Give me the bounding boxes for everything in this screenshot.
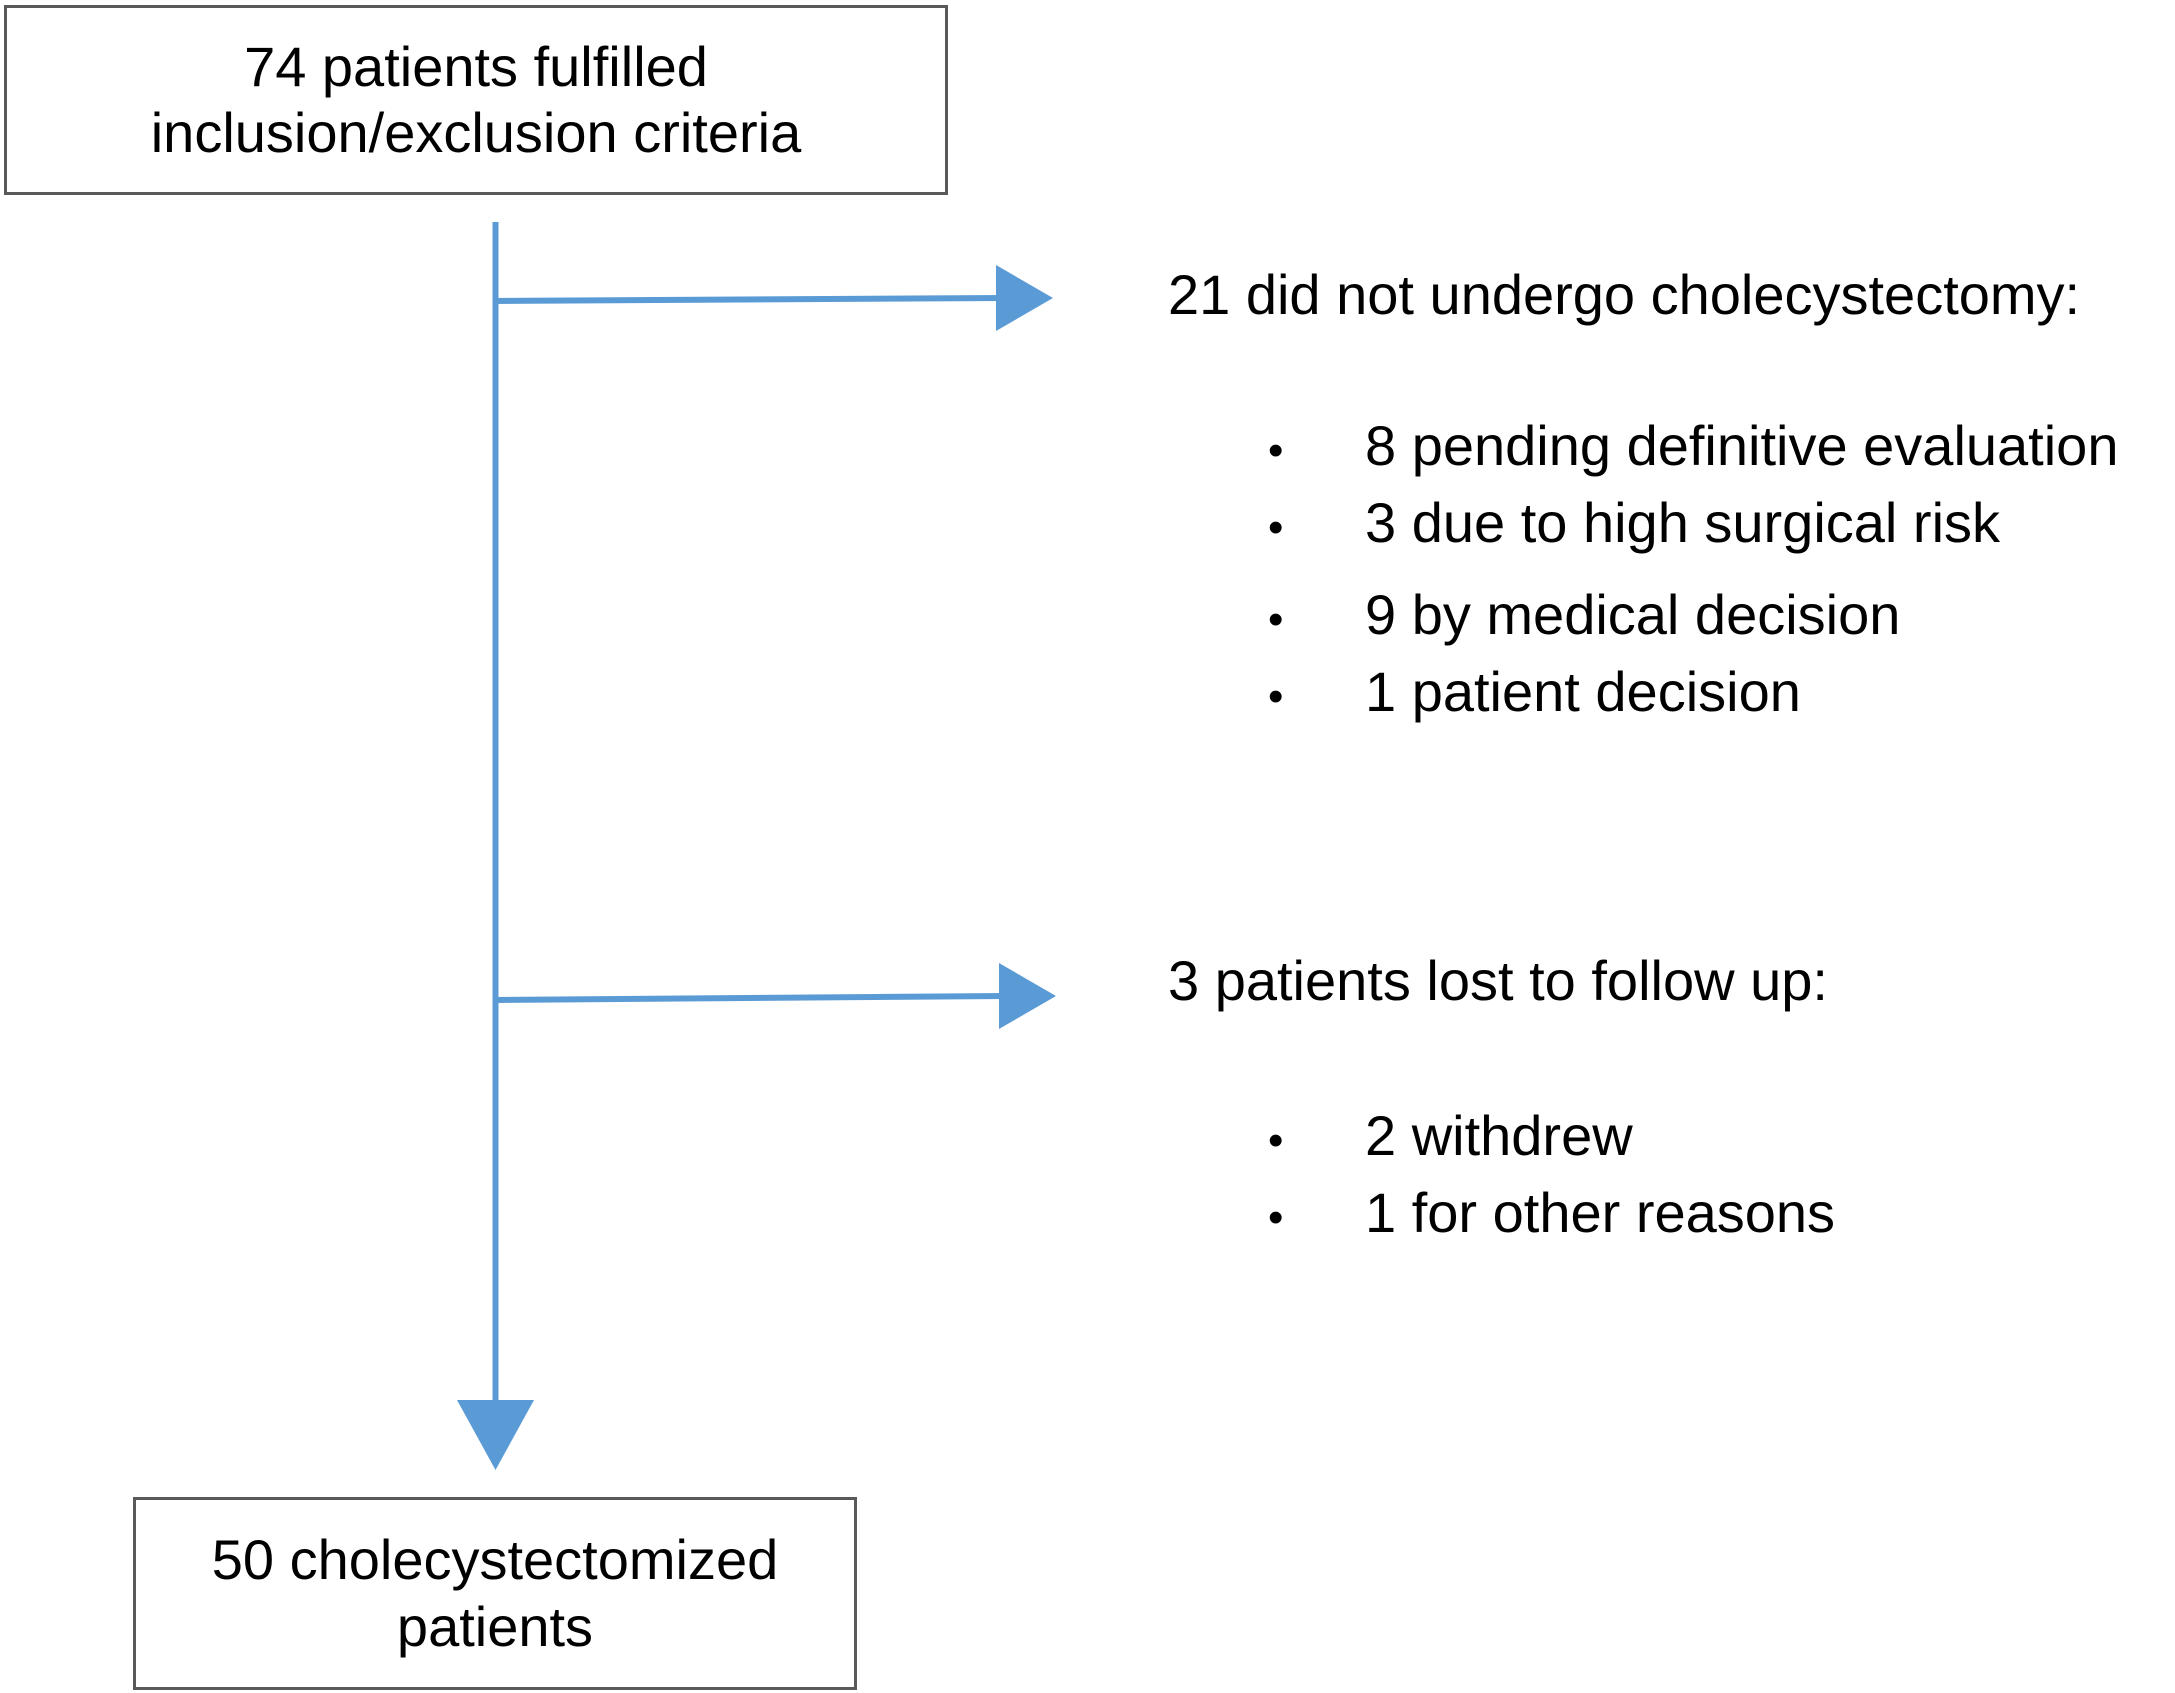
exclusion-1-heading: 21 did not undergo cholecystectomy:	[1168, 263, 2081, 326]
list-item-label: 1 patient decision	[1365, 660, 1801, 723]
bullet-dot-icon: •	[1268, 426, 1284, 475]
exclusion-1-bullet-list: • 8 pending definitive evaluation • 3 du…	[1268, 418, 2118, 741]
branch-2-arrowhead	[999, 963, 1056, 1029]
list-item: • 8 pending definitive evaluation	[1268, 418, 2118, 495]
list-item-label: 8 pending definitive evaluation	[1365, 414, 2119, 477]
bullet-dot-icon: •	[1268, 595, 1284, 644]
list-item: • 2 withdrew	[1268, 1108, 1835, 1185]
box-final-patients-label: 50 cholecystectomized patients	[211, 1528, 779, 1658]
list-item-label: 1 for other reasons	[1365, 1181, 1836, 1244]
branch-1-arrowhead	[996, 265, 1053, 331]
exclusion-2-heading: 3 patients lost to follow up:	[1168, 949, 1828, 1012]
box-enrolled-patients-label: 74 patients fulfilled inclusion/exclusio…	[150, 34, 802, 164]
bullet-dot-icon: •	[1268, 503, 1284, 552]
box-enrolled-patients: 74 patients fulfilled inclusion/exclusio…	[4, 5, 948, 195]
list-item-label: 3 due to high surgical risk	[1365, 491, 2001, 554]
list-item: • 9 by medical decision	[1268, 587, 2118, 664]
bullet-dot-icon: •	[1268, 672, 1284, 721]
main-down-arrowhead	[457, 1400, 534, 1470]
list-item: • 1 for other reasons	[1268, 1185, 1835, 1262]
list-item-label: 9 by medical decision	[1365, 583, 1901, 646]
branch-2-line	[495, 993, 1007, 1003]
list-item-label: 2 withdrew	[1365, 1104, 1633, 1167]
box-final-patients: 50 cholecystectomized patients	[133, 1497, 857, 1690]
list-item: • 3 due to high surgical risk	[1268, 495, 2118, 572]
bullet-dot-icon: •	[1268, 1193, 1284, 1242]
branch-1-line	[495, 295, 1004, 304]
bullet-dot-icon: •	[1268, 1116, 1284, 1165]
exclusion-2-bullet-list: • 2 withdrew • 1 for other reasons	[1268, 1108, 1835, 1262]
list-item: • 1 patient decision	[1268, 664, 2118, 741]
